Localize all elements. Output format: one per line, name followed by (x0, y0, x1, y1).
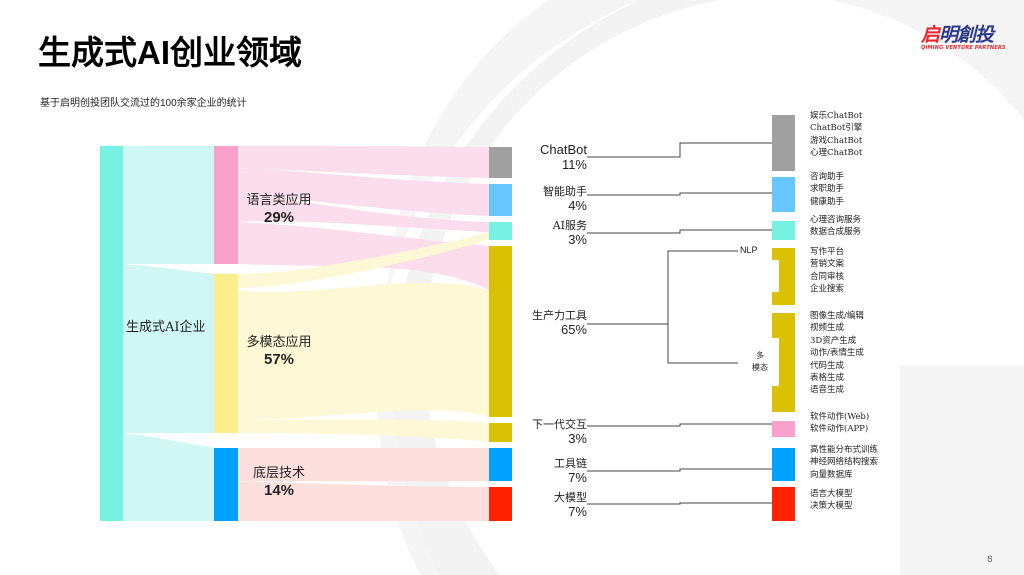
nlp-details: 写作平台 营销文案 合同审核 企业搜索 (810, 247, 845, 295)
qiming-logo: 启明創投 QIMING VENTURE PARTNERS (921, 20, 1011, 51)
root-label: 生成式AI企业 (126, 320, 206, 335)
ai-service-percent: 3% (568, 232, 587, 247)
productivity-name: 生产力工具 (532, 309, 587, 322)
chatbot-name: ChatBot (540, 142, 587, 157)
productivity-percent: 65% (560, 322, 587, 337)
multimodal-name: 多模态应用 (246, 335, 312, 350)
assistant-detail-bar (772, 177, 795, 212)
multimodal-group-label: 多 模态 (752, 350, 768, 374)
chatbot-details: 娱乐ChatBot ChatBot引擎 游戏ChatBot 心理ChatBot (810, 111, 863, 159)
assistant-label: 智能助手 4% (477, 185, 587, 213)
logo-red-char: 启 (921, 25, 940, 46)
ai-service-bar (489, 222, 512, 240)
toolchain-bar (489, 448, 512, 481)
toolchain-detail-bar (772, 448, 795, 481)
multimodal-bar (214, 274, 238, 433)
next-interaction-details: 软件动作(Web) 软件动作(APP) (810, 412, 870, 435)
infra-label: 底层技术 14% (242, 462, 316, 499)
nlp-bracket-bar (772, 248, 795, 305)
multimodal-bracket-bar (772, 313, 795, 412)
software-action-detail-bar (772, 421, 795, 437)
multimodal-group-label-line2: 模态 (752, 363, 768, 372)
assistant-bar (489, 184, 512, 216)
assistant-details: 咨询助手 求职助手 健康助手 (810, 172, 845, 207)
large-model-percent: 7% (568, 504, 587, 519)
ai-service-detail-bar (772, 221, 795, 240)
large-model-details: 语言大模型 决策大模型 (810, 489, 853, 512)
chatbot-bar (489, 147, 512, 178)
multimodal-group-label-line1: 多 (756, 351, 764, 360)
toolchain-name: 工具链 (554, 457, 587, 470)
language-label: 语言类应用 29% (242, 189, 316, 226)
large-model-bar (489, 487, 512, 521)
ai-service-name: AI服务 (552, 219, 587, 232)
productivity-label: 生产力工具 65% (477, 309, 587, 337)
chatbot-percent: 11% (561, 157, 587, 172)
logo-rest-chars: 明創投 (939, 25, 994, 46)
nlp-group-label: NLP (740, 245, 758, 255)
language-flows (238, 146, 489, 290)
productivity-bar (489, 246, 512, 417)
chatbot-detail-bar (772, 115, 795, 171)
infra-name: 底层技术 (252, 466, 305, 481)
chatbot-label: ChatBot 11% (477, 143, 587, 172)
assistant-name: 智能助手 (543, 185, 587, 198)
next-interaction-name: 下一代交互 (532, 418, 587, 431)
logo-wordmark: 启明創投 (921, 20, 1011, 47)
multimodal-label: 多模态应用 57% (242, 331, 316, 368)
connector-lines (587, 142, 772, 505)
language-bar (214, 146, 238, 264)
ai-service-label: AI服务 3% (477, 219, 587, 247)
next-interaction-percent: 3% (568, 431, 587, 446)
large-model-name: 大模型 (554, 491, 587, 504)
multimodal-percent: 57% (263, 351, 295, 368)
next-interaction-label: 下一代交互 3% (477, 418, 587, 446)
multimodal-flows (238, 232, 489, 442)
infra-flows (238, 448, 489, 521)
assistant-percent: 4% (568, 198, 587, 213)
infra-percent: 14% (263, 482, 295, 499)
toolchain-details: 高性能分布式训练 神经网络结构搜索 向量数据库 (810, 445, 879, 480)
large-model-detail-bar (772, 487, 795, 521)
large-model-label: 大模型 7% (477, 491, 587, 519)
infra-bar (214, 448, 238, 521)
language-name: 语言类应用 (246, 193, 312, 208)
logo-subtext: QIMING VENTURE PARTNERS (921, 45, 1006, 51)
multimodal-details: 图像生成/编辑 视频生成 3D资产生成 动作/表情生成 代码生成 表格生成 语音… (810, 311, 864, 396)
page-number: 8 (987, 555, 993, 565)
language-percent: 29% (263, 209, 295, 226)
page-title: 生成式AI创业领域 (38, 34, 302, 71)
toolchain-label: 工具链 7% (477, 457, 587, 485)
root-flows (123, 146, 214, 521)
ai-service-details: 心理咨询服务 数据合成服务 (810, 215, 862, 238)
root-bar (100, 146, 123, 521)
toolchain-percent: 7% (568, 470, 587, 485)
next-interaction-bar (489, 423, 512, 442)
page-subtitle: 基于启明创投团队交流过的100余家企业的统计 (40, 98, 247, 109)
